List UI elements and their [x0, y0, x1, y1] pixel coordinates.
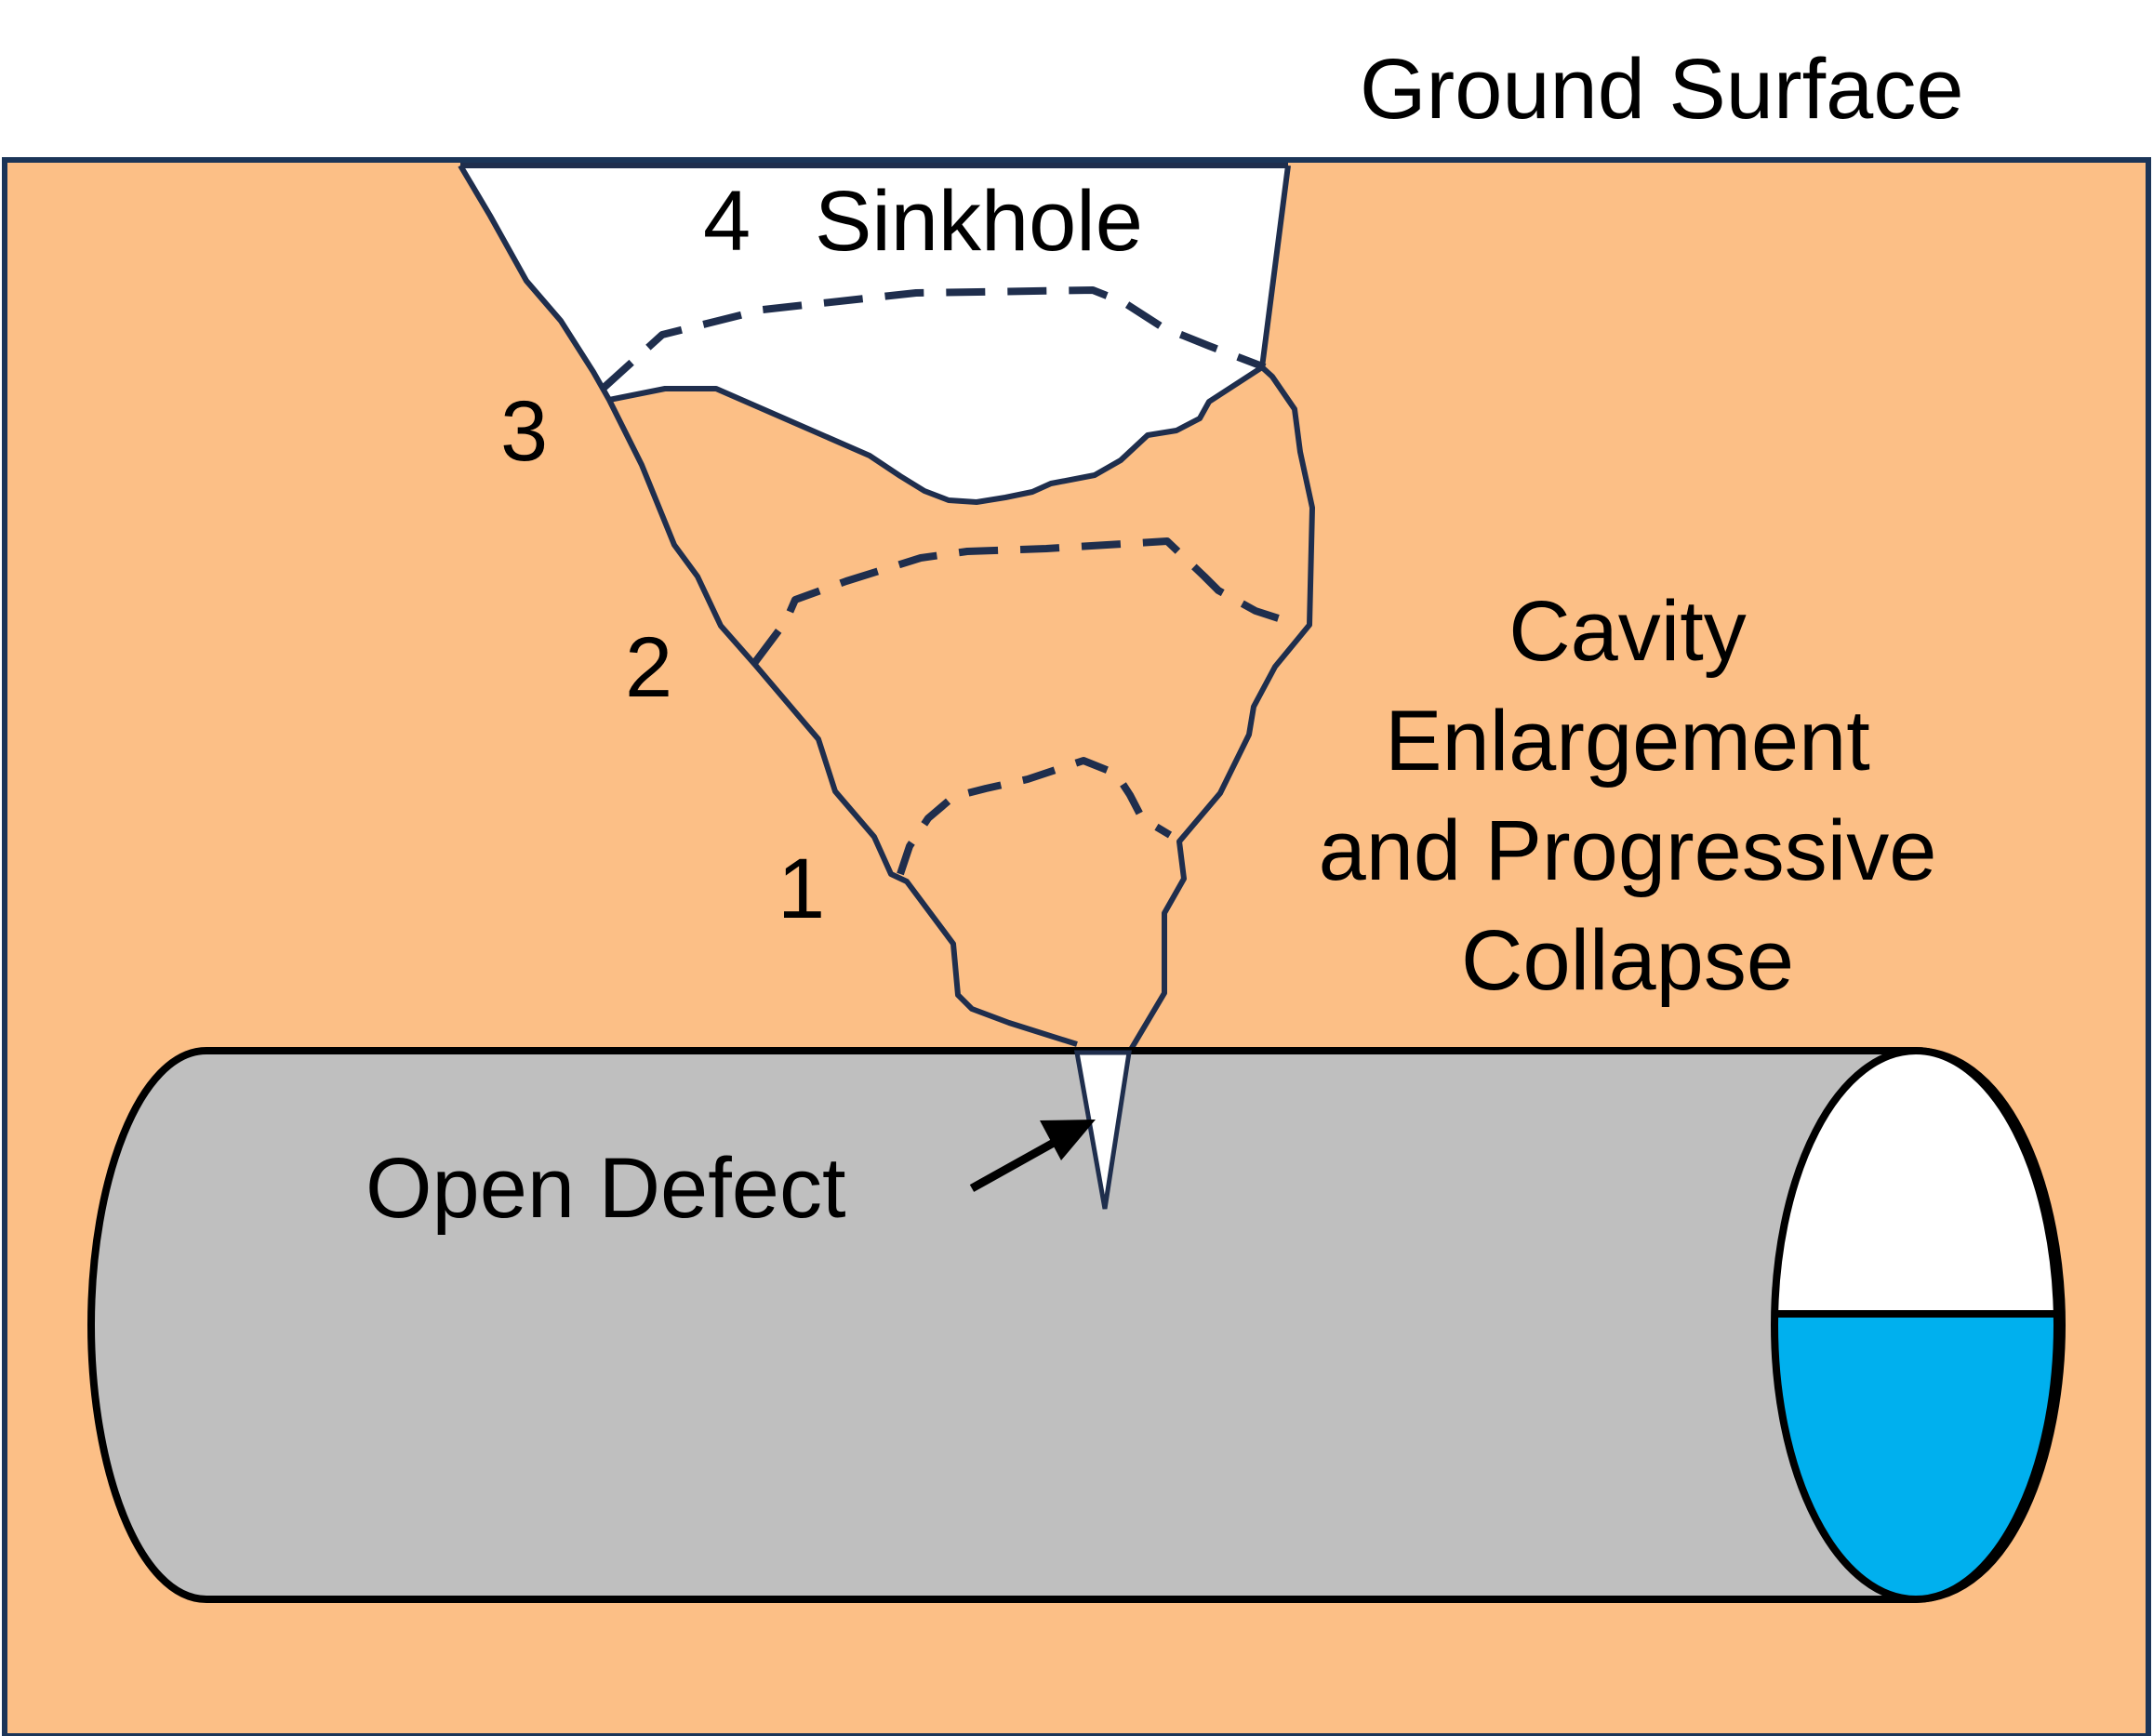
stage-4-number: 4: [703, 174, 751, 269]
cavity-label-line: Enlargement: [1385, 694, 1870, 788]
ground-surface-label: Ground Surface: [1360, 42, 1964, 137]
stage-3-floor: [608, 364, 1264, 505]
cavity-label-line: Collapse: [1461, 913, 1794, 1008]
cavity-label-line: and Progressive: [1318, 803, 1937, 898]
cavity-label-line: Cavity: [1508, 584, 1747, 679]
stage-2-boundary: [751, 537, 1295, 665]
defect-arrow-head: [1040, 1120, 1096, 1160]
sinkhole-label: Sinkhole: [815, 174, 1143, 269]
stage-1-boundary: [897, 757, 1173, 876]
pipe-end-rim: [1771, 1047, 2061, 1603]
defect-arrow-shaft: [969, 1135, 1063, 1192]
sinkhole-void: [460, 166, 1288, 502]
pipe-water: [1775, 1314, 2056, 1599]
stage-1-label: 1: [777, 841, 826, 936]
stage-2-label: 2: [625, 620, 673, 715]
stage-3-label: 3: [500, 384, 549, 479]
stage-4-boundary: [600, 286, 1267, 391]
cavity-right-wall: [1126, 165, 1315, 1054]
open-defect-crack: [1074, 1050, 1132, 1210]
cavity-left-wall: [458, 164, 1078, 1047]
open-defect-label: Open Defect: [365, 1141, 846, 1236]
cavity-label: Cavity Enlargement and Progressive Colla…: [1256, 576, 2000, 1015]
